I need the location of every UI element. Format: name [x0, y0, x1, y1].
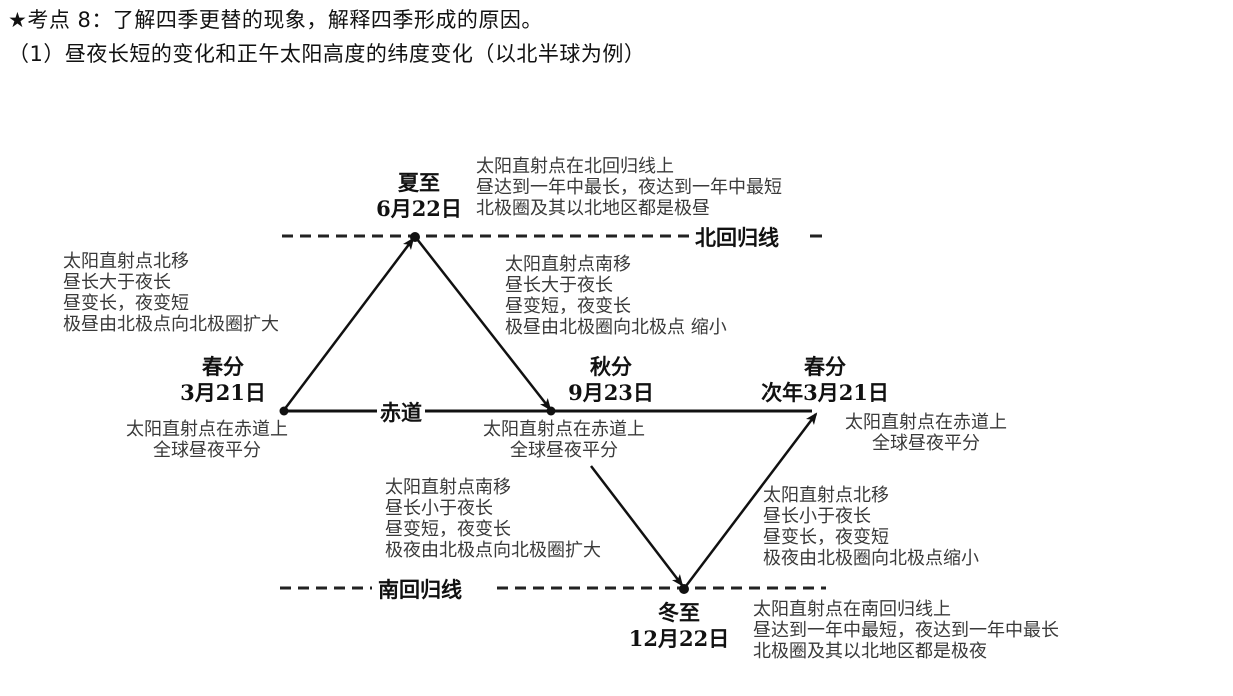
- transition-line: 极夜由北极圈向北极点缩小: [763, 548, 979, 569]
- spring-date: 3月21日: [180, 380, 266, 405]
- transition-line: 极昼由北极点向北极圈扩大: [63, 314, 279, 335]
- transition-line: 昼变短，夜变长: [385, 519, 511, 540]
- transition-line: 昼长大于夜长: [505, 275, 613, 296]
- next-spring-desc-line: 全球昼夜平分: [872, 433, 980, 454]
- transition-line: 昼长小于夜长: [385, 498, 493, 519]
- autumn-description: 太阳直射点在赤道上 全球昼夜平分: [460, 419, 668, 461]
- transition-line: 太阳直射点北移: [763, 485, 889, 506]
- winter-desc-line: 太阳直射点在南回归线上: [753, 599, 951, 620]
- equator-label: 赤道: [377, 397, 425, 427]
- next-spring-description: 太阳直射点在赤道上 全球昼夜平分: [822, 412, 1030, 454]
- section-title: ★考点 8：了解四季更替的现象，解释四季形成的原因。: [8, 8, 543, 32]
- autumn-node-label: 秋分 9月23日: [556, 354, 666, 406]
- summer-date: 6月22日: [376, 196, 462, 221]
- spring-name: 春分: [202, 354, 244, 379]
- spring-desc-line: 太阳直射点在赤道上: [126, 419, 288, 440]
- summer-desc-line: 北极圈及其以北地区都是极昼: [476, 198, 710, 219]
- arrow-winter-to-spring: [685, 412, 818, 587]
- autumn-desc-line: 全球昼夜平分: [510, 440, 618, 461]
- transition-line: 太阳直射点南移: [505, 254, 631, 275]
- spring-node-label: 春分 3月21日: [168, 354, 278, 406]
- winter-desc-line: 昼达到一年中最短，夜达到一年中最长: [753, 620, 1059, 641]
- winter-description: 太阳直射点在南回归线上 昼达到一年中最短，夜达到一年中最长 北极圈及其以北地区都…: [753, 599, 1059, 662]
- transition-line: 昼变长，夜变短: [63, 293, 189, 314]
- transition-line: 昼长小于夜长: [763, 506, 871, 527]
- tropic-capricorn-label: 南回归线: [375, 574, 465, 604]
- summer-to-autumn-notes: 太阳直射点南移 昼长大于夜长 昼变短，夜变长 极昼由北极圈向北极点 缩小: [505, 254, 727, 338]
- spring-to-summer-notes: 太阳直射点北移 昼长大于夜长 昼变长，夜变短 极昼由北极点向北极圈扩大: [63, 251, 279, 335]
- summer-name: 夏至: [398, 170, 440, 195]
- summer-point: [410, 232, 420, 242]
- transition-line: 昼变长，夜变短: [763, 527, 889, 548]
- winter-date: 12月22日: [628, 626, 730, 651]
- summer-description: 太阳直射点在北回归线上 昼达到一年中最长，夜达到一年中最短 北极圈及其以北地区都…: [476, 156, 782, 219]
- tropic-cancer-label: 北回归线: [692, 222, 782, 252]
- arrow-spring-to-summer: [283, 237, 415, 411]
- next-spring-name: 春分: [804, 354, 846, 379]
- spring-desc-line: 全球昼夜平分: [153, 440, 261, 461]
- transition-line: 太阳直射点北移: [63, 251, 189, 272]
- transition-line: 极昼由北极圈向北极点 缩小: [505, 317, 727, 338]
- summer-desc-line: 昼达到一年中最长，夜达到一年中最短: [476, 177, 782, 198]
- winter-node-label: 冬至 12月22日: [614, 600, 744, 652]
- spring-point: [279, 406, 289, 416]
- autumn-desc-line: 太阳直射点在赤道上: [483, 419, 645, 440]
- transition-line: 太阳直射点南移: [385, 477, 511, 498]
- transition-line: 昼长大于夜长: [63, 272, 171, 293]
- next-spring-desc-line: 太阳直射点在赤道上: [845, 412, 1007, 433]
- arrow-autumn-to-winter: [590, 465, 684, 587]
- winter-desc-line: 北极圈及其以北地区都是极夜: [753, 641, 987, 662]
- transition-line: 昼变短，夜变长: [505, 296, 631, 317]
- autumn-to-winter-notes: 太阳直射点南移 昼长小于夜长 昼变短，夜变长 极夜由北极点向北极圈扩大: [385, 477, 601, 561]
- autumn-name: 秋分: [590, 354, 632, 379]
- spring-description: 太阳直射点在赤道上 全球昼夜平分: [103, 419, 311, 461]
- arrow-summer-to-autumn: [416, 238, 552, 411]
- autumn-date: 9月23日: [568, 380, 654, 405]
- autumn-point: [546, 406, 556, 416]
- winter-name: 冬至: [658, 600, 700, 625]
- winter-to-spring-notes: 太阳直射点北移 昼长小于夜长 昼变长，夜变短 极夜由北极圈向北极点缩小: [763, 485, 979, 569]
- next-spring-date: 次年3月21日: [761, 380, 889, 405]
- section-subtitle: （1）昼夜长短的变化和正午太阳高度的纬度变化（以北半球为例）: [8, 42, 646, 66]
- transition-line: 极夜由北极点向北极圈扩大: [385, 540, 601, 561]
- winter-point: [679, 584, 689, 594]
- next-spring-node-label: 春分 次年3月21日: [740, 354, 910, 406]
- summer-node-label: 夏至 6月22日: [366, 170, 472, 222]
- summer-desc-line: 太阳直射点在北回归线上: [476, 156, 674, 177]
